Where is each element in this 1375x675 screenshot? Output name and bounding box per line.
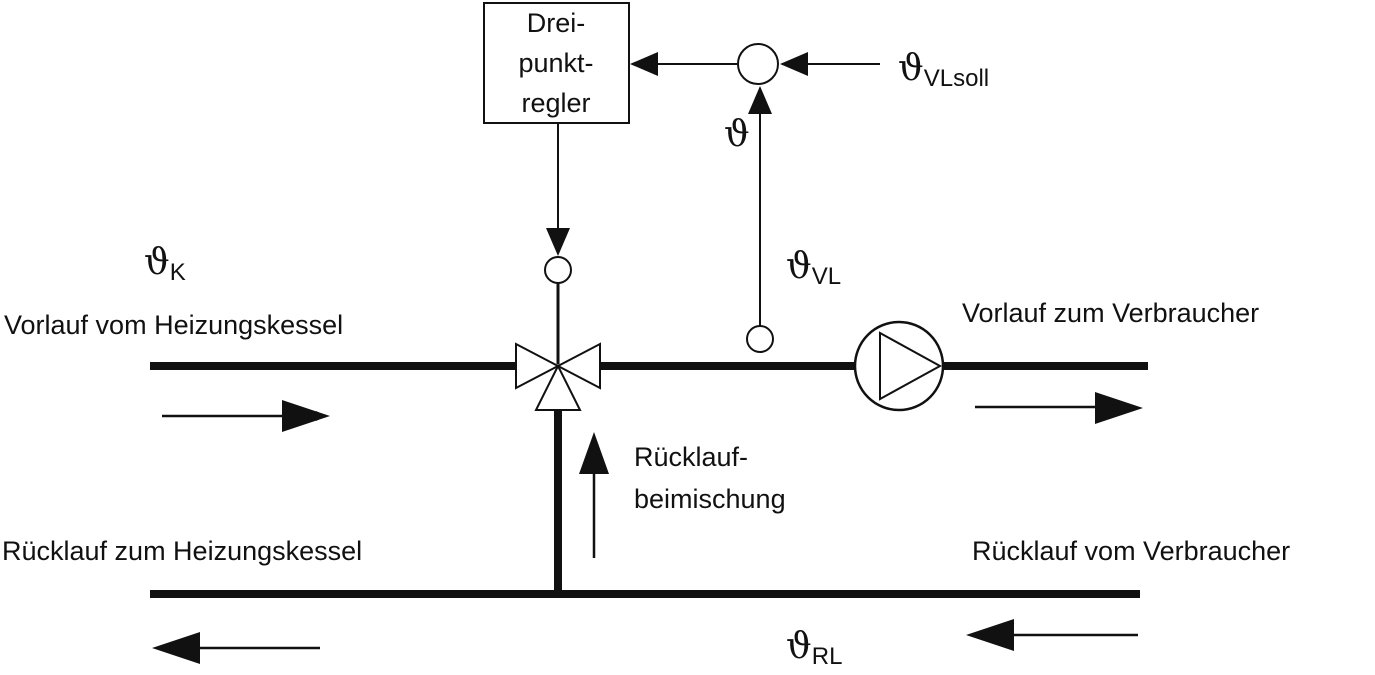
flow-arrowhead-return-right [966,619,1014,651]
supply-temp-symbol: ϑVL [786,246,841,290]
label-return-from-consumer: Rücklauf vom Verbraucher [972,536,1290,566]
label-return-to-boiler: Rücklauf zum Heizungskessel [2,536,362,566]
actuator-circle [544,256,572,284]
feedback-symbol: ϑ [724,114,750,155]
flow-arrowhead-mixing [579,432,609,474]
three-way-valve [515,342,601,411]
supply-sensor-circle [746,325,774,353]
controller-box [483,2,630,124]
controller-input-arrowhead [630,52,658,76]
comparator-circle [737,43,779,85]
return-temp-symbol: ϑRL [786,626,842,670]
flow-arrowhead-supply-right [1095,392,1143,424]
label-return-mixing-line1: Rücklauf- [634,442,748,472]
label-return-mixing-line2: beimischung [634,484,786,514]
setpoint-symbol: ϑVLsoll [898,48,989,92]
label-supply-to-consumer: Vorlauf zum Verbraucher [962,298,1259,328]
controller-label-line3: regler [521,88,590,118]
controller-label-line1: Drei- [527,8,586,38]
flow-arrowhead-return-left [152,632,200,664]
circulation-pump [853,320,945,412]
feedback-arrowhead [748,86,772,114]
setpoint-arrowhead [780,52,808,76]
label-supply-from-boiler: Vorlauf vom Heizungskessel [4,310,343,340]
flow-arrowhead-supply-left [282,400,330,432]
controller-label-line2: punkt- [518,48,593,78]
actuator-arrowhead [546,228,570,256]
boiler-temp-symbol: ϑK [144,242,186,286]
